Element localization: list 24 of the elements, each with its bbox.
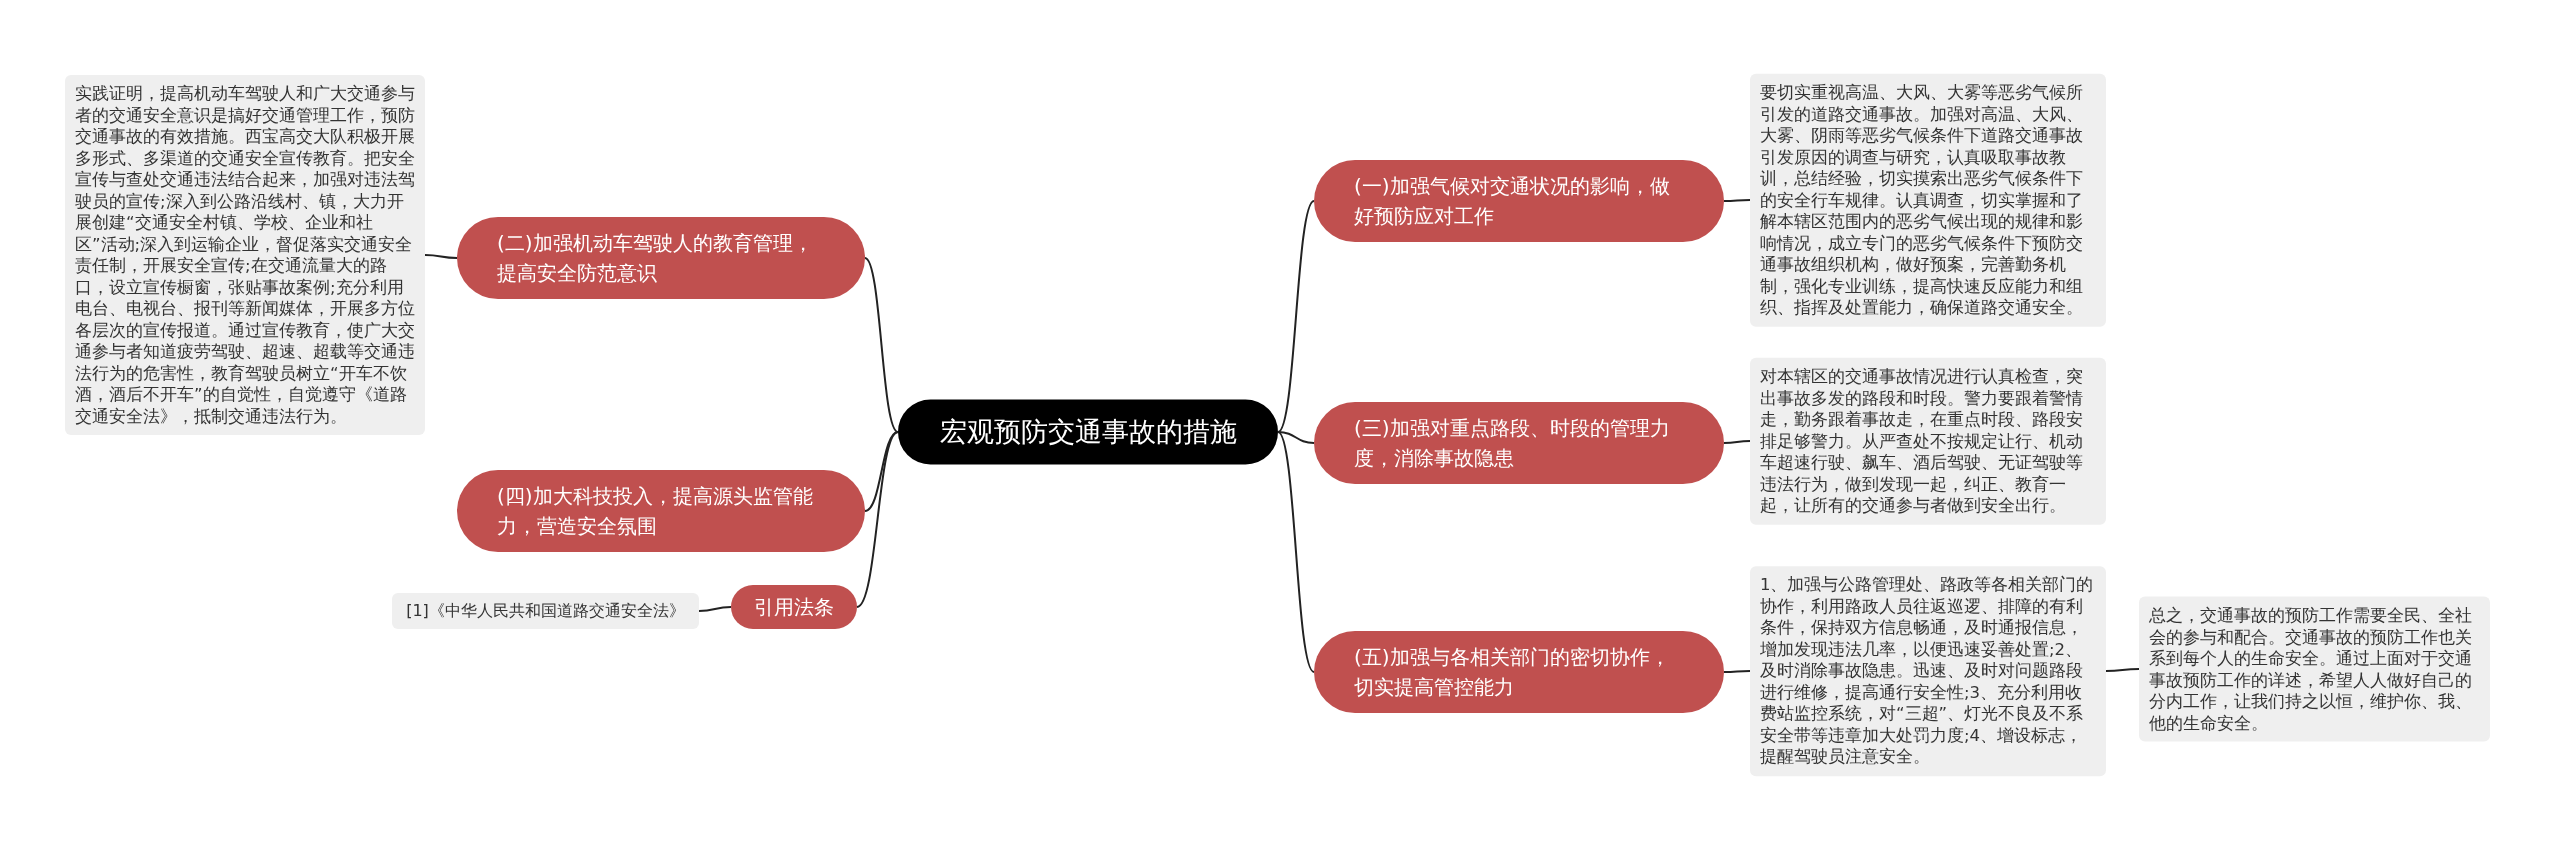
- central-topic: 宏观预防交通事故的措施: [898, 399, 1278, 465]
- connector-line: [1277, 431, 1315, 673]
- connector-line: [1277, 200, 1315, 433]
- connector-line: [864, 257, 899, 433]
- branch-topic: (二)加强机动车驾驶人的教育管理，提高安全防范意识: [457, 217, 865, 299]
- connector-line: [424, 254, 458, 259]
- connector-line: [856, 431, 899, 608]
- branch-topic: 引用法条: [731, 585, 857, 629]
- connector-line: [1277, 431, 1315, 444]
- note-card: 总之，交通事故的预防工作需要全民、全社会的参与和配合。交通事故的预防工作也关系到每个人的生命安全。通过上面对于交通事故预防工作的详述，希望人人做好自己的分内工作，让我们持之以恒，维护你、我、他的生命安全。: [2139, 596, 2490, 742]
- connector-line: [698, 606, 732, 612]
- note-card: 要切实重视高温、大风、大雾等恶劣气候所引发的道路交通事故。加强对高温、大风、大雾、阴雨等恶劣气候条件下道路交通事故引发原因的调查与研究，认真吸取事故教训，总结经验，切实摸索出恶劣气候条件下的安全行车规律。认真调查，切实掌握和了解本辖区范围内的恶劣气候出现的规律和影响情况，成立专门的恶劣气候条件下预防交通事故组织机构，做好预案，完善勤务机制，强化专业训练，提高快速反应能力和组织、指挥及处置能力，确保道路交通安全。: [1750, 73, 2106, 327]
- note-card: 1、加强与公路管理处、路政等各相关部门的协作，利用路政人员往返巡逻、排障的有利条件，保持双方信息畅通，及时通报信息，增加发现违法几率，以便迅速妥善处置;2、及时消除事故隐患。迅速、及时对问题路段进行维修，提高通行安全性;3、充分利用收费站监控系统，对“三超”、灯光不良及不系安全带等违章加大处罚力度;4、增设标志，提醒驾驶员注意安全。: [1750, 566, 2106, 776]
- connector-line: [1723, 440, 1751, 444]
- note-card: [1]《中华人民共和国道路交通安全法》: [392, 593, 699, 629]
- branch-topic: (一)加强气候对交通状况的影响，做好预防应对工作: [1314, 160, 1724, 242]
- note-card: 对本辖区的交通事故情况进行认真检查，突出事故多发的路段和时段。警力要跟着警情走，勤务跟着事故走，在重点时段、路段安排足够警力。从严查处不按规定让行、机动车超速行驶、飙车、酒后驾驶、无证驾驶等违法行为，做到发现一起，纠正、教育一起，让所有的交通参与者做到安全出行。: [1750, 357, 2106, 525]
- connector-line: [2105, 668, 2140, 672]
- branch-topic: (五)加强与各相关部门的密切协作，切实提高管控能力: [1314, 631, 1724, 713]
- branch-topic: (四)加大科技投入，提高源头监管能力，营造安全氛围: [457, 470, 865, 552]
- connector-line: [1723, 199, 1751, 202]
- note-card: 实践证明，提高机动车驾驶人和广大交通参与者的交通安全意识是搞好交通管理工作，预防交通事故的有效措施。西宝高交大队积极开展多形式、多渠道的交通安全宣传教育。把安全宣传与查处交通违法结合起来，加强对违法驾驶员的宣传;深入到公路沿线村、镇，大力开展创建“交通安全村镇、学校、企业和社区”活动;深入到运输企业，督促落实交通安全责任制，开展安全宣传;在交通流量大的路口，设立宣传橱窗，张贴事故案例;充分利用电台、电视台、报刊等新闻媒体，开展多方位各层次的宣传报道。通过宣传教育，使广大交通参与者知道疲劳驾驶、超速、超载等交通违法行为的危害性，教育驾驶员树立“开车不饮酒，酒后不开车”的自觉性，自觉遵守《道路交通安全法》，抵制交通违法行为。: [65, 75, 425, 435]
- branch-topic: (三)加强对重点路段、时段的管理力度，消除事故隐患: [1314, 402, 1724, 484]
- connector-line: [1723, 670, 1751, 673]
